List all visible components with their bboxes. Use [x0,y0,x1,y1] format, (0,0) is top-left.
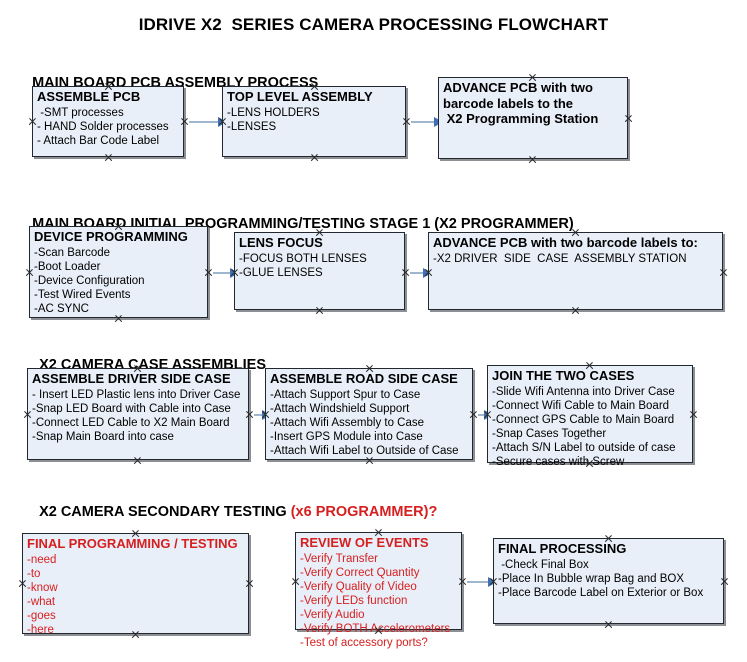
connector-arrow [423,268,432,278]
connector-lens-to-advance [410,268,432,278]
box-title: ASSEMBLE DRIVER SIDE CASE [32,371,231,386]
box-line: -Attach Support Spur to Case [270,388,421,401]
flow-box-join-the-two-cases[interactable]: JOIN THE TWO CASES -Slide Wifi Antenna i… [487,365,693,468]
box-line: -Test Wired Events [34,288,131,301]
box-line: -Insert GPS Module into Case [270,430,423,443]
box-line: -Connect Wifi Cable to Main Board [492,399,670,412]
connector-driver-case-to-road-case [254,410,271,420]
box-title: REVIEW OF EVENTS [300,535,429,550]
section-heading-4-text: X2 CAMERA SECONDARY TESTING [39,504,291,520]
box-line: -Verify LEDs function [300,594,408,607]
box-line: -LENSES [227,120,277,133]
flow-box-review-of-events[interactable]: REVIEW OF EVENTS -Verify Transfer -Verif… [295,532,462,649]
flow-box-final-programming-testing[interactable]: FINAL PROGRAMMING / TESTING -need -to -k… [22,533,249,637]
box-line: -Device Configuration [34,274,145,287]
box-line: -Verify Quality of Video [300,580,417,593]
box-line: -goes [27,610,56,623]
connector-road-case-to-join [478,410,493,420]
box-line: -Boot Loader [34,260,101,273]
box-title: FINAL PROCESSING [498,541,627,556]
box-line: -LENS HOLDERS [227,106,320,119]
box-line: -Attach Windshield Support [270,402,410,415]
box-line: -Verify Transfer [300,552,378,565]
flow-box-assemble-pcb[interactable]: ASSEMBLE PCB -SMT processes - HAND Solde… [32,86,184,157]
box-title: TOP LEVEL ASSEMBLY [227,89,373,104]
flow-box-advance-pcb-driver-side-station[interactable]: ADVANCE PCB with two barcode labels to: … [428,232,723,310]
box-line: -here [27,624,54,637]
box-line: -Slide Wifi Antenna into Driver Case [492,385,675,398]
box-line: -X2 DRIVER SIDE CASE ASSEMBLY STATION [433,252,687,265]
box-line: -Verify BOTH Accelerometers [300,623,451,636]
box-line: - HAND Solder processes [37,120,169,133]
box-line: - Attach Bar Code Label [37,134,160,147]
flow-box-lens-focus[interactable]: LENS FOCUS -FOCUS BOTH LENSES -GLUE LENS… [234,232,405,310]
box-line: -Snap Cases Together [492,427,607,440]
box-line: -know [27,581,58,594]
box-line: -Connect GPS Cable to Main Board [492,413,675,426]
box-line: -Attach S/N Label to outside of case [492,442,676,455]
flow-box-assemble-driver-side-case[interactable]: ASSEMBLE DRIVER SIDE CASE - Insert LED P… [27,368,249,460]
box-line: -SMT processes [37,106,124,119]
box-line: -to [27,567,41,580]
box-line: -Attach Wifi Label to Outside of Case [270,445,459,458]
flow-box-assemble-road-side-case[interactable]: ASSEMBLE ROAD SIDE CASE -Attach Support … [265,368,473,460]
connector-arrow [488,577,497,587]
box-line: -Verify Audio [300,609,365,622]
box-line: -Scan Barcode [34,246,111,259]
box-line: -Snap Main Board into case [32,430,174,443]
box-title: DEVICE PROGRAMMING [34,229,188,244]
box-line: -Snap LED Board with Cable into Case [32,402,231,415]
flow-box-advance-pcb-programming-station[interactable]: ADVANCE PCB with two barcode labels to t… [438,77,628,159]
box-line: -Attach Wifi Assembly to Case [270,416,425,429]
box-title: JOIN THE TWO CASES [492,368,635,383]
connector-pcb-to-top-level [189,117,227,127]
connector-review-to-final-processing [467,577,497,587]
box-title-line3: X2 Programming Station [443,111,599,127]
section-heading-4: X2 CAMERA SECONDARY TESTING (x6 PROGRAMM… [31,488,437,520]
flow-box-device-programming[interactable]: DEVICE PROGRAMMING -Scan Barcode -Boot L… [29,226,208,318]
connector-top-level-to-advance [411,117,443,127]
box-title: FINAL PROGRAMMING / TESTING [27,536,238,551]
box-title: ASSEMBLE PCB [37,89,141,104]
box-line: -what [27,595,56,608]
box-line: -need [27,553,57,566]
flow-box-final-processing[interactable]: FINAL PROCESSING -Check Final Box -Place… [493,538,724,624]
box-line: -Place Barcode Label on Exterior or Box [498,586,704,599]
page-title: IDRIVE X2 SERIES CAMERA PROCESSING FLOWC… [138,15,609,34]
box-line-overflow: -Test of accessory ports? [300,637,428,650]
box-title: ADVANCE PCB with two [443,80,593,95]
box-title-line2: barcode labels to the [443,95,574,111]
box-title: ASSEMBLE ROAD SIDE CASE [270,371,458,386]
connector-device-to-lens-focus [213,268,239,278]
section-heading-4-accent: (x6 PROGRAMMER)? [290,504,438,520]
box-line: -Place In Bubble wrap Bag and BOX [498,572,685,585]
box-title: ADVANCE PCB with two barcode labels to: [433,235,698,250]
box-line: -GLUE LENSES [239,266,323,279]
box-line: -Verify Correct Quantity [300,566,420,579]
box-line: -FOCUS BOTH LENSES [239,252,367,265]
box-line: -Check Final Box [498,558,589,571]
box-line: -Connect LED Cable to X2 Main Board [32,416,230,429]
box-line: - Insert LED Plastic lens into Driver Ca… [32,388,241,401]
box-line: -Secure cases with Screw [492,456,625,469]
flow-box-top-level-assembly[interactable]: TOP LEVEL ASSEMBLY -LENS HOLDERS -LENSES [222,86,406,157]
box-title: LENS FOCUS [239,235,323,250]
box-line: -AC SYNC [34,303,89,316]
